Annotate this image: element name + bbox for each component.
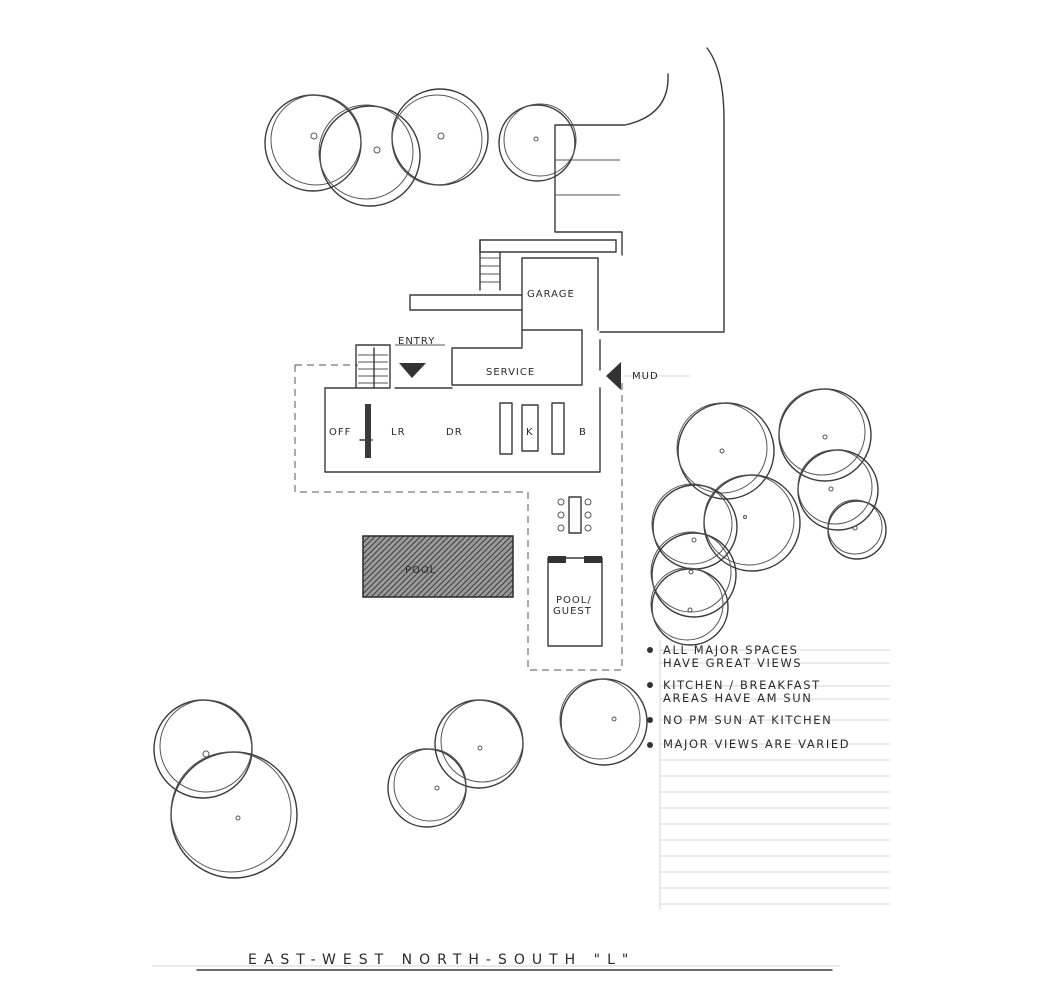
pool-guest-label-line1: POOL/ <box>556 595 592 606</box>
terrace-outline <box>294 364 623 671</box>
tree <box>170 751 298 879</box>
tree <box>498 103 577 182</box>
note-1-line2: HAVE GREAT VIEWS <box>663 656 802 670</box>
pool-guest-house <box>547 556 603 647</box>
office-label: OFF <box>329 427 351 438</box>
sketch-title: EAST-WEST NORTH-SOUTH "L" <box>248 952 635 968</box>
entry-label: ENTRY <box>398 336 435 347</box>
tree <box>318 104 421 207</box>
tree <box>559 678 648 766</box>
note-4-line1: MAJOR VIEWS ARE VARIED <box>663 737 850 751</box>
design-notes: ALL MAJOR SPACES HAVE GREAT VIEWS KITCHE… <box>647 643 850 751</box>
tree <box>778 388 872 482</box>
tree <box>797 449 879 531</box>
mud-label: MUD <box>632 371 659 382</box>
fireplace-mass <box>365 404 371 458</box>
service-label: SERVICE <box>486 367 535 378</box>
note-3-line1: NO PM SUN AT KITCHEN <box>663 713 832 727</box>
tree <box>391 88 489 186</box>
garage-label: GARAGE <box>527 289 575 300</box>
living-room-label: LR <box>391 427 406 438</box>
dining-room-label: DR <box>446 427 463 438</box>
pool-label: POOL <box>405 565 436 576</box>
tree <box>387 748 467 828</box>
entry-arrow-icon <box>399 363 426 378</box>
trees <box>153 88 887 879</box>
pool <box>362 535 514 598</box>
terrace-dining-table <box>557 496 592 534</box>
garage-block <box>451 257 599 386</box>
tree <box>434 699 524 789</box>
kitchen-label: K <box>526 427 534 438</box>
pool-guest-label-line2: GUEST <box>553 606 592 617</box>
main-wing <box>324 339 601 473</box>
driveway <box>554 47 725 333</box>
note-2-line1: KITCHEN / BREAKFAST <box>663 678 821 692</box>
note-2-line2: AREAS HAVE AM SUN <box>663 691 812 705</box>
garage-steps <box>409 239 617 311</box>
breakfast-label: B <box>579 427 587 438</box>
tree <box>651 483 738 570</box>
note-bullet-icon <box>647 682 653 688</box>
tree <box>827 499 887 560</box>
tree <box>153 699 253 799</box>
note-guide-lines <box>659 640 890 910</box>
note-bullet-icon <box>647 647 653 653</box>
tree <box>703 474 801 572</box>
note-bullet-icon <box>647 717 653 723</box>
note-1-line1: ALL MAJOR SPACES <box>663 643 799 657</box>
note-bullet-icon <box>647 742 653 748</box>
mud-entry-arrow-icon <box>606 362 621 390</box>
tree <box>650 567 729 646</box>
tree <box>264 94 362 192</box>
